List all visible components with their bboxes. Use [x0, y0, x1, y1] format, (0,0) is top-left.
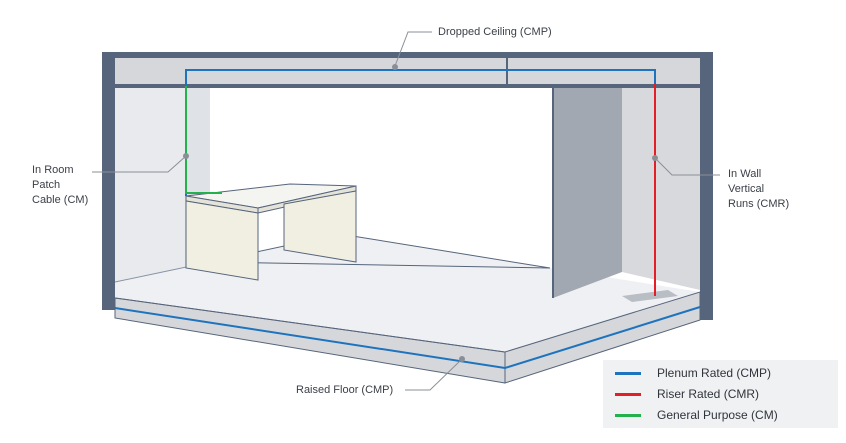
in-wall-label-line3: Runs (CMR) — [728, 198, 790, 210]
floor-hatch — [622, 290, 678, 302]
ceiling-dot — [392, 64, 398, 70]
raised-floor-leader — [405, 358, 463, 391]
right-wall — [622, 86, 700, 290]
floor-top-edge — [114, 297, 506, 353]
general-patch-cable — [185, 86, 222, 194]
raised-floor-label: Raised Floor (CMP) — [296, 384, 394, 396]
in-wall-label: In Wall Vertical Runs (CMR) — [728, 167, 789, 212]
legend: Plenum Rated (CMP) Riser Rated (CMR) Gen… — [603, 360, 838, 428]
in-room-label-line2: Patch — [32, 179, 61, 191]
back-wall — [210, 86, 555, 262]
legend-label-riser: Riser Rated (CMR) — [657, 387, 760, 401]
in-wall-label-line2: Vertical — [728, 183, 765, 195]
plenum-floor-cable — [114, 306, 701, 370]
right-partition — [553, 86, 622, 298]
desk-leg-left — [185, 200, 259, 281]
legend-swatch-plenum — [615, 371, 641, 375]
ceiling-beam-top — [102, 52, 713, 58]
dropped-ceiling-label: Dropped Ceiling (CMP) — [438, 26, 552, 38]
ceiling-beam-bottom — [102, 84, 713, 88]
in-wall-dot — [652, 155, 658, 161]
in-room-label-line3: Cable (CM) — [32, 194, 89, 206]
legend-swatch-general — [615, 413, 641, 417]
floor-surface — [115, 234, 700, 352]
floor-back-edge — [209, 233, 551, 269]
left-post — [102, 52, 115, 310]
raised-floor-dot — [459, 356, 465, 362]
desk-leg-right — [283, 190, 357, 263]
in-room-label-line1: In Room — [32, 164, 74, 176]
in-wall-leader — [654, 157, 720, 176]
right-post — [700, 52, 713, 320]
legend-item-plenum: Plenum Rated (CMP) — [615, 364, 771, 382]
legend-label-general: General Purpose (CM) — [657, 408, 778, 422]
legend-item-general: General Purpose (CM) — [615, 406, 778, 424]
in-room-dot — [183, 153, 189, 159]
legend-swatch-riser — [615, 392, 641, 396]
ceiling-leader — [394, 31, 432, 67]
in-room-leader — [92, 155, 187, 173]
legend-item-riser: Riser Rated (CMR) — [615, 385, 759, 403]
legend-label-plenum: Plenum Rated (CMP) — [657, 366, 772, 380]
in-wall-label-line1: In Wall — [728, 168, 762, 180]
in-room-label: In Room Patch Cable (CM) — [32, 163, 88, 208]
